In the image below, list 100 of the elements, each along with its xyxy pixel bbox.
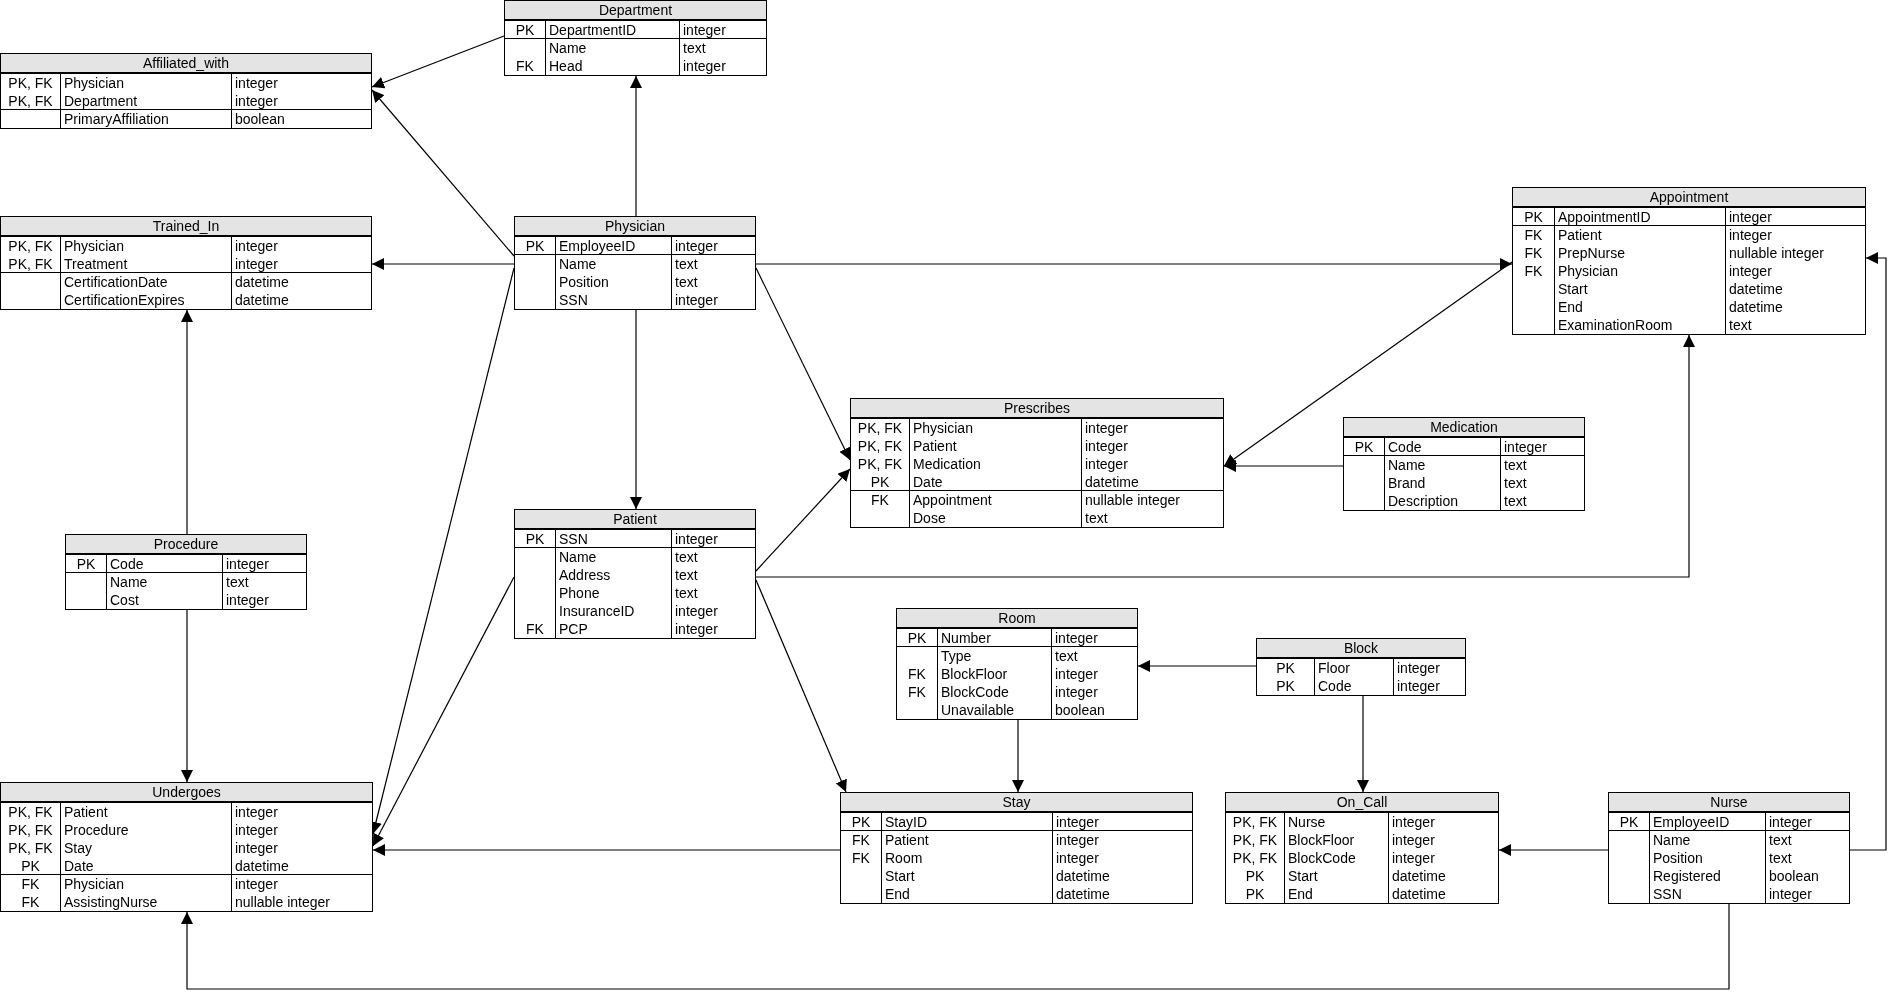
key-label: FK: [515, 620, 556, 638]
column-type: integer: [1728, 208, 1773, 225]
column-type: integer: [234, 821, 279, 839]
table-row: [1344, 438, 1584, 456]
key-label: PK: [1257, 677, 1315, 695]
column-type: text: [1503, 492, 1528, 510]
table-card: [65, 534, 307, 610]
table-title: Trained_In: [1, 217, 371, 237]
table-card: [1256, 638, 1466, 696]
key-label: PK: [515, 530, 556, 547]
relationship-arrow: [755, 579, 847, 793]
table-card: [1512, 187, 1866, 335]
table-title: Affiliated_with: [1, 54, 371, 74]
key-label: FK: [1, 893, 61, 911]
column-type: integer: [1055, 813, 1100, 830]
table-row: [515, 237, 755, 255]
column-type: integer: [234, 255, 279, 272]
column-type: integer: [225, 555, 270, 572]
column-type: integer: [1768, 885, 1813, 903]
column-type: text: [1768, 831, 1793, 849]
key-label: PK: [897, 629, 938, 646]
column-type: datetime: [1055, 885, 1111, 903]
table-row: [1, 857, 372, 875]
column-name: Dose: [910, 509, 1082, 527]
relationship-arrow: [181, 609, 193, 783]
relationship-arrow: [181, 903, 1730, 990]
table-title: Undergoes: [1, 783, 372, 803]
table-row: [505, 21, 766, 39]
column-name: Head: [546, 57, 680, 75]
column-name: Date: [61, 857, 232, 874]
column-type: text: [674, 566, 699, 584]
column-name: PCP: [556, 620, 672, 638]
column-type: nullable integer: [1084, 491, 1181, 509]
column-type: nullable integer: [1728, 244, 1825, 262]
table-row: [841, 813, 1192, 831]
table-card: [840, 792, 1193, 904]
column-type: datetime: [234, 291, 290, 309]
column-name: Code: [1385, 438, 1501, 455]
column-name: Code: [1315, 677, 1394, 695]
key-label: PK: [1344, 438, 1385, 455]
relationship-arrow: [372, 576, 515, 847]
table-title: Department: [505, 1, 766, 21]
table-title: Room: [897, 609, 1137, 629]
key-label: PK: [841, 813, 882, 830]
relationship-arrow: [755, 468, 851, 572]
column-name: AssistingNurse: [61, 893, 232, 911]
table-title: Medication: [1344, 418, 1584, 438]
table-title: Appointment: [1513, 188, 1865, 208]
column-type: integer: [674, 237, 719, 254]
column-type: text: [1728, 316, 1753, 334]
column-type: datetime: [234, 273, 290, 291]
column-type: integer: [1391, 831, 1436, 849]
column-type: integer: [1054, 665, 1099, 683]
column-type: integer: [1084, 455, 1129, 473]
column-name: StayID: [882, 813, 1053, 830]
key-label: PK: [1609, 813, 1650, 830]
column-type: integer: [1396, 677, 1441, 695]
column-type: datetime: [1391, 885, 1447, 903]
column-type: integer: [674, 291, 719, 309]
column-name: Description: [1385, 492, 1501, 510]
column-name: EmployeeID: [1650, 813, 1766, 830]
table-title: On_Call: [1226, 793, 1498, 813]
table-card: [896, 608, 1138, 720]
column-name: Date: [910, 473, 1082, 490]
relationship-arrow: [1223, 261, 1513, 467]
table-card: [0, 216, 372, 310]
column-type: integer: [234, 237, 279, 255]
column-type: datetime: [1728, 298, 1784, 316]
column-name: Cost: [107, 591, 223, 609]
column-type: datetime: [1055, 867, 1111, 885]
table-card: [850, 398, 1224, 528]
column-type: integer: [234, 875, 279, 893]
relationship-arrow: [1357, 695, 1369, 793]
column-name: EmployeeID: [556, 237, 672, 254]
relationship-arrow: [1137, 660, 1257, 672]
column-name: SSN: [556, 530, 672, 547]
column-name: Number: [938, 629, 1052, 646]
column-type: text: [1084, 509, 1109, 527]
key-label: PK: [1226, 885, 1285, 903]
table-card: [1608, 792, 1850, 904]
column-type: nullable integer: [234, 893, 331, 911]
key-label: PK: [66, 555, 107, 572]
table-title: Physician: [515, 217, 755, 237]
column-type: integer: [1054, 683, 1099, 701]
column-type: integer: [1055, 849, 1100, 867]
key-label: PK: [1513, 208, 1555, 225]
table-title: Patient: [515, 510, 755, 530]
table-card: [0, 782, 373, 912]
column-type: integer: [1391, 813, 1436, 831]
column-name: Department: [61, 92, 232, 109]
table-card: [0, 53, 372, 129]
column-type: integer: [674, 530, 719, 547]
column-name: End: [882, 885, 1053, 903]
column-type: integer: [1391, 849, 1436, 867]
column-type: integer: [1396, 659, 1441, 677]
column-type: datetime: [234, 857, 290, 874]
column-name: SSN: [1650, 885, 1766, 903]
table-card: [514, 509, 756, 639]
column-type: integer: [234, 839, 279, 857]
column-name: CertificationExpires: [61, 291, 232, 309]
